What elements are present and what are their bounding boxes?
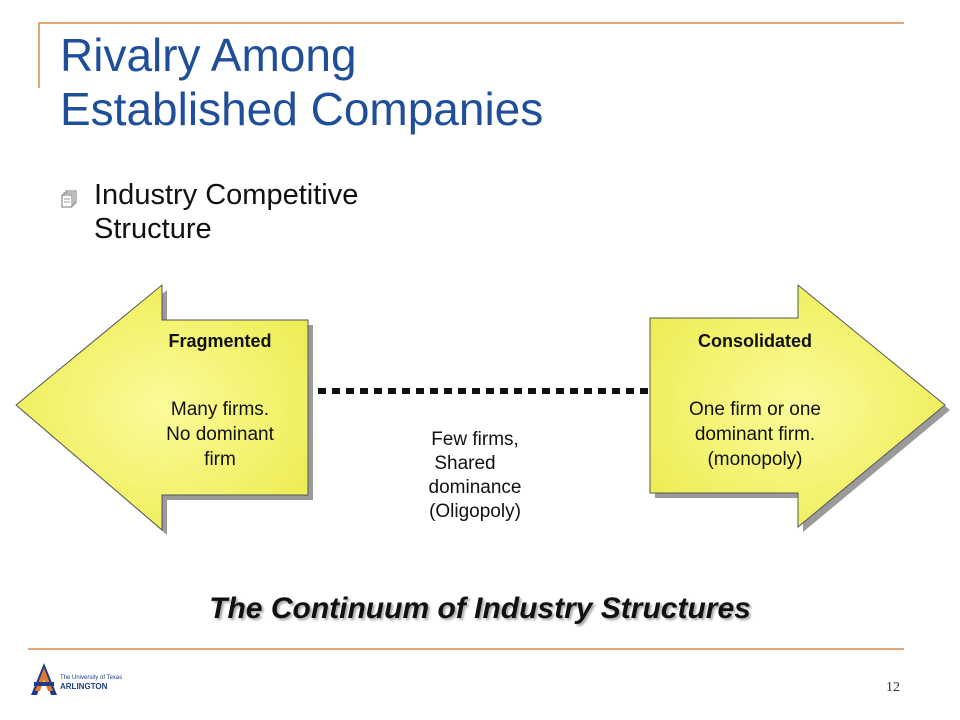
middle-line-2: Shared — [434, 453, 496, 474]
middle-line-1: Few firms, — [431, 429, 519, 450]
bullet-line-1: Industry Competitive — [94, 179, 359, 211]
bullet-line-2: Structure — [94, 213, 212, 245]
page-number: 12 — [886, 680, 900, 695]
fragmented-arrow — [15, 283, 309, 532]
title-line-2: Established Companies — [60, 83, 544, 135]
university-logo: The University of Texas ARLINGTON — [30, 662, 170, 703]
consolidated-arrow — [649, 283, 946, 529]
continuum-diagram — [15, 283, 950, 535]
consolidated-heading: Consolidated — [697, 331, 812, 351]
frame-top-line — [38, 22, 904, 24]
logo-line-2: ARLINGTON — [60, 682, 108, 691]
continuum-caption: The Continuum of Industry Structures — [209, 592, 751, 625]
middle-line-4: (Oligopoly) — [429, 501, 521, 522]
consolidated-line-1: One firm or one — [689, 399, 821, 420]
fragmented-line-2: No dominant — [166, 424, 274, 445]
middle-line-3: dominance — [428, 477, 522, 498]
bullet-icon — [61, 190, 77, 208]
fragmented-line-3: firm — [204, 449, 236, 470]
oligopoly-description: Few firms, Shared dominance (Oligopoly) — [380, 428, 570, 524]
fragmented-line-1: Many firms. — [170, 399, 270, 420]
slide-title: Rivalry Among Established Companies — [60, 28, 543, 136]
fragmented-description: Many firms. No dominant firm — [120, 397, 320, 472]
frame-bottom-line — [28, 648, 904, 650]
bullet-text: Industry Competitive Structure — [94, 178, 454, 246]
consolidated-line-3: (monopoly) — [707, 449, 803, 470]
fragmented-heading: Fragmented — [168, 331, 272, 351]
frame-left-line — [38, 22, 40, 88]
title-line-1: Rivalry Among — [60, 29, 357, 81]
consolidated-description: One firm or one dominant firm. (monopoly… — [645, 397, 865, 472]
logo-line-1: The University of Texas — [60, 675, 122, 681]
uta-logo-icon: The University of Texas ARLINGTON — [31, 663, 122, 695]
consolidated-line-2: dominant firm. — [694, 424, 816, 445]
